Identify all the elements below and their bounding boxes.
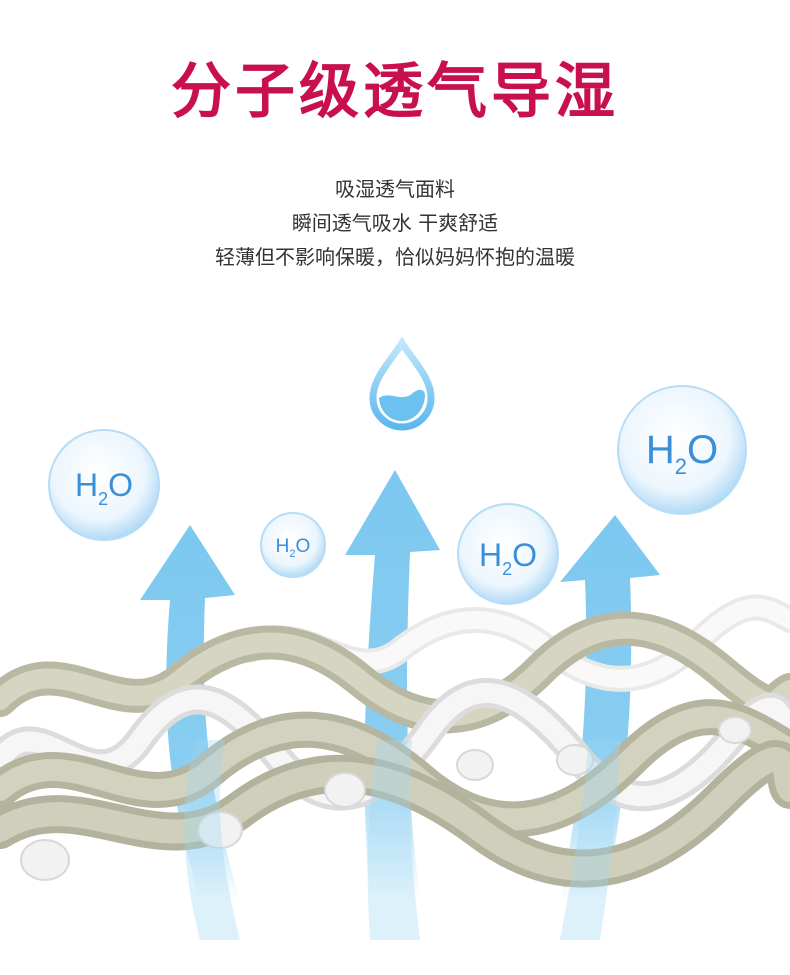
h2o-suffix: O: [108, 467, 133, 503]
h2o-bubble-4: H2O: [617, 385, 747, 515]
h2o-bubble-2: H2O: [260, 512, 326, 578]
fabric: [0, 594, 790, 888]
h2o-suffix: O: [687, 428, 718, 472]
page-title: 分子级透气导湿: [171, 57, 619, 127]
h2o-symbol: H: [646, 428, 675, 472]
h2o-subscript: 2: [675, 454, 687, 479]
svg-text:H2O: H2O: [646, 428, 718, 479]
h2o-subscript: 2: [98, 489, 108, 509]
h2o-symbol: H: [276, 536, 290, 557]
h2o-suffix: O: [512, 537, 537, 573]
h2o-bubble-1: H2O: [48, 429, 160, 541]
h2o-subscript: 2: [502, 559, 512, 579]
h2o-bubble-3: H2O: [457, 503, 559, 605]
h2o-symbol: H: [479, 537, 502, 573]
svg-text:H2O: H2O: [276, 536, 311, 560]
svg-text:H2O: H2O: [75, 467, 133, 509]
description-line-1: 吸湿透气面料: [335, 177, 455, 201]
h2o-symbol: H: [75, 467, 98, 503]
h2o-suffix: O: [296, 536, 311, 557]
description-line-2: 瞬间透气吸水 干爽舒适: [291, 211, 499, 235]
description: 吸湿透气面料 瞬间透气吸水 干爽舒适 轻薄但不影响保暖，恰似妈妈怀抱的温暖: [0, 172, 790, 274]
description-line-3: 轻薄但不影响保暖，恰似妈妈怀抱的温暖: [215, 245, 575, 269]
h2o-subscript: 2: [289, 548, 295, 560]
svg-text:H2O: H2O: [479, 537, 537, 579]
water-drop-icon: [369, 336, 435, 431]
